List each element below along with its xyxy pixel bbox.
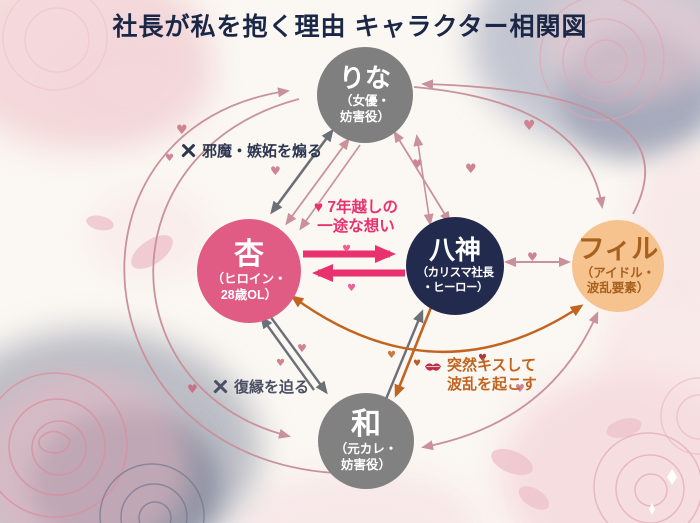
svg-text:♥: ♥	[176, 123, 188, 138]
label-love: ♥ 7年越しの 一途な想い	[297, 199, 415, 236]
label-love-line2: 一途な想い	[317, 217, 395, 235]
label-kiss-line2: 波乱を起こす	[447, 375, 537, 393]
arrow-rina-yagami-2	[413, 134, 434, 226]
node-an: 杏 （ヒロイン・ 28歳OL）	[197, 219, 301, 323]
svg-text:♥: ♥	[270, 164, 281, 178]
node-an-role: 28歳OL）	[220, 287, 278, 302]
svg-text:♥: ♥	[387, 350, 396, 361]
node-kazu-name: 和	[351, 407, 381, 441]
node-rina-role: 妨害役）	[339, 109, 390, 124]
node-kazu-role: 妨害役）	[340, 457, 391, 472]
svg-text:♥: ♥	[342, 244, 351, 255]
cross-icon	[213, 379, 228, 394]
node-yagami: 八神 （カリスマ社長 ・ヒーロー）	[406, 217, 504, 315]
svg-text:♥: ♥	[465, 162, 477, 177]
arrow-an-to-kazu	[269, 315, 328, 395]
node-phil: フィル （アイドル・ 波乱要素）	[572, 220, 664, 312]
svg-text:♥: ♥	[413, 359, 421, 369]
node-kazu: 和 （元カレ・ 妨害役）	[318, 393, 414, 489]
svg-text:♥: ♥	[276, 358, 285, 369]
node-an-name: 杏	[234, 237, 264, 271]
arrow-phil-to-rina-arc	[421, 79, 646, 215]
arrow-rina-to-phil-arc	[413, 86, 606, 209]
svg-text:♥: ♥	[478, 353, 487, 364]
node-phil-role: （アイドル・	[580, 265, 656, 280]
node-kazu-role: （元カレ・	[334, 442, 398, 457]
node-rina-role: （女優・	[339, 94, 390, 109]
arrow-rina-an-mauve	[285, 137, 350, 226]
svg-text:♥: ♥	[165, 153, 174, 164]
arrow-rina-an-mauve2	[299, 144, 361, 231]
svg-text:♥: ♥	[412, 157, 423, 171]
label-jealousy-text: 邪魔・嫉妬を煽る	[202, 143, 323, 160]
label-kiss: 突然キスして 波乱を起こす	[424, 357, 537, 395]
node-yagami-role: ・ヒーロー）	[422, 281, 488, 294]
lips-icon	[425, 363, 441, 371]
svg-text:♥: ♥	[187, 382, 198, 396]
arrow-kazu-to-yagami	[384, 309, 424, 400]
node-rina-name: りな	[338, 62, 391, 93]
node-rina: りな （女優・ 妨害役）	[317, 47, 413, 143]
node-yagami-role: （カリスマ社長	[416, 267, 494, 280]
node-phil-role: 波乱要素）	[586, 281, 650, 296]
page-title: 社長が私を抱く理由 キャラクター相関図	[112, 13, 588, 41]
label-reconciliation: 復縁を迫る	[213, 376, 309, 397]
label-kiss-line1: 突然キスして	[447, 357, 537, 374]
node-yagami-name: 八神	[428, 234, 481, 265]
svg-text:♥: ♥	[523, 118, 536, 134]
svg-text:♥: ♥	[527, 250, 538, 264]
arrow-kazu-to-an	[260, 315, 315, 391]
label-reconciliation-text: 復縁を迫る	[234, 379, 310, 396]
cross-icon	[181, 143, 196, 158]
label-jealousy: 邪魔・嫉妬を煽る	[181, 140, 322, 161]
svg-text:♥: ♥	[347, 283, 356, 294]
node-phil-name: フィル	[577, 234, 659, 265]
label-love-line1: ♥ 7年越しの	[313, 199, 399, 216]
node-an-role: （ヒロイン・	[211, 272, 287, 287]
svg-text:♥: ♥	[297, 342, 307, 355]
